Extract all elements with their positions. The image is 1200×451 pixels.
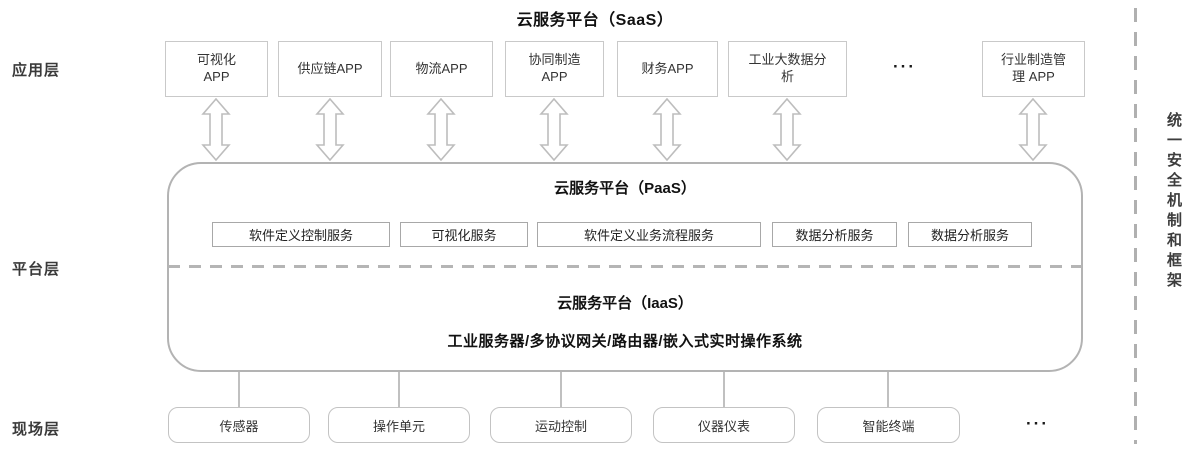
paas-service-box: 软件定义控制服务 <box>212 222 390 247</box>
devices-ellipsis: ··· <box>1026 414 1049 433</box>
app-box: 可视化 APP <box>165 41 268 97</box>
iaas-platform-title: 云服务平台（IaaS） <box>557 295 693 312</box>
paas-platform-title: 云服务平台（PaaS） <box>554 180 696 197</box>
connector-line <box>887 372 889 408</box>
app-box: 协同制造 APP <box>505 41 604 97</box>
device-box: 仪器仪表 <box>653 407 795 443</box>
connector-line <box>723 372 725 408</box>
double-arrow-icon <box>315 97 345 162</box>
apps-ellipsis: ··· <box>893 57 916 76</box>
device-box: 传感器 <box>168 407 310 443</box>
double-arrow-icon <box>201 97 231 162</box>
double-arrow-icon <box>772 97 802 162</box>
paas-iaas-divider <box>168 265 1082 268</box>
double-arrow-icon <box>652 97 682 162</box>
layer-label-application: 应用层 <box>12 62 61 79</box>
security-boundary-dashed-line <box>1134 8 1137 444</box>
layer-label-field: 现场层 <box>12 421 61 438</box>
paas-service-box: 可视化服务 <box>400 222 528 247</box>
app-box: 供应链APP <box>278 41 382 97</box>
double-arrow-icon <box>1018 97 1048 162</box>
iaas-infrastructure-text: 工业服务器/多协议网关/路由器/嵌入式实时操作系统 <box>447 333 803 350</box>
connector-line <box>398 372 400 408</box>
connector-line <box>560 372 562 408</box>
device-box: 运动控制 <box>490 407 632 443</box>
connector-line <box>238 372 240 408</box>
double-arrow-icon <box>539 97 569 162</box>
double-arrow-icon <box>426 97 456 162</box>
paas-service-box: 数据分析服务 <box>908 222 1032 247</box>
app-box: 财务APP <box>617 41 718 97</box>
paas-service-box: 数据分析服务 <box>772 222 897 247</box>
paas-service-box: 软件定义业务流程服务 <box>537 222 761 247</box>
app-box: 工业大数据分 析 <box>728 41 847 97</box>
app-box: 行业制造管 理 APP <box>982 41 1085 97</box>
device-box: 操作单元 <box>328 407 470 443</box>
device-box: 智能终端 <box>817 407 960 443</box>
layer-label-platform: 平台层 <box>12 261 61 278</box>
saas-platform-title: 云服务平台（SaaS） <box>516 12 674 29</box>
security-framework-label: 统一安全机制和框架 <box>1165 112 1182 292</box>
app-box: 物流APP <box>390 41 493 97</box>
